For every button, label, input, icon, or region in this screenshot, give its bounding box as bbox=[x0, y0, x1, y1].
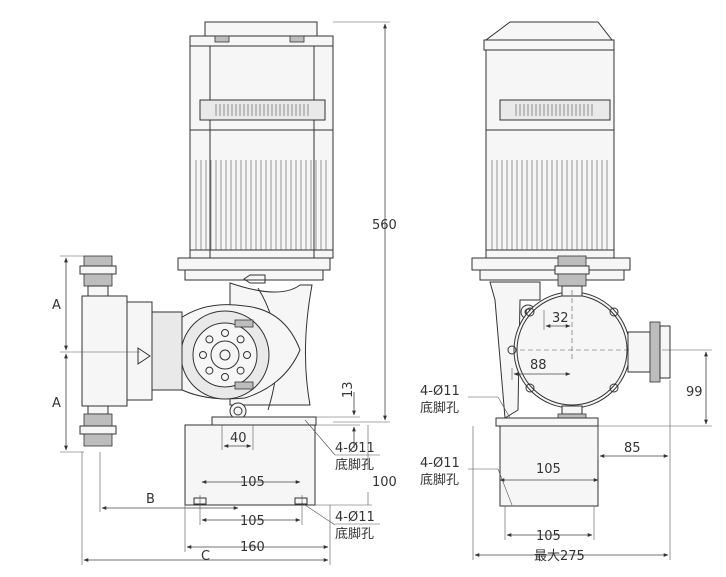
dim-a-upper-label: A bbox=[52, 298, 61, 313]
side-motor-body bbox=[485, 49, 615, 261]
side-base bbox=[495, 417, 599, 507]
dim-160-label: 160 bbox=[240, 540, 265, 555]
front-holes-upper-spec: 4-Ø11 bbox=[335, 441, 375, 456]
side-holes-lower-spec: 4-Ø11 bbox=[420, 456, 460, 471]
dim-40-label: 40 bbox=[230, 431, 247, 446]
front-view: 560 A A B C 13 40 105 105 160 100 4-Ø11 … bbox=[52, 21, 397, 565]
side-dim-88-label: 88 bbox=[530, 358, 547, 373]
dim-b-label: B bbox=[146, 492, 155, 507]
dim-100-label: 100 bbox=[372, 475, 397, 490]
front-base bbox=[184, 416, 317, 506]
dim-105-upper-label: 105 bbox=[240, 475, 265, 490]
side-outlet-connector bbox=[627, 321, 671, 383]
dim-13-label: 13 bbox=[341, 381, 356, 398]
side-dimension-lines bbox=[468, 290, 712, 560]
side-dim-85-label: 85 bbox=[624, 441, 641, 456]
front-motor-body bbox=[189, 45, 334, 259]
dim-c-label: C bbox=[201, 549, 210, 564]
front-holes-lower-label: 底脚孔 bbox=[335, 526, 374, 542]
side-view: 32 88 99 85 105 105 最大275 4-Ø11 底脚孔 4-Ø1… bbox=[420, 21, 712, 564]
side-dim-105-lower-label: 105 bbox=[536, 529, 561, 544]
side-motor-cap bbox=[483, 21, 615, 51]
front-motor-cap bbox=[189, 21, 334, 47]
dim-a-lower-label: A bbox=[52, 396, 61, 411]
front-dimension-lines bbox=[60, 21, 390, 565]
front-bottom-valve bbox=[79, 405, 117, 447]
front-holes-lower-spec: 4-Ø11 bbox=[335, 510, 375, 525]
side-holes-upper-spec: 4-Ø11 bbox=[420, 384, 460, 399]
front-motor-flange bbox=[177, 257, 331, 284]
side-dim-99-label: 99 bbox=[686, 385, 703, 400]
dim-105-lower-label: 105 bbox=[240, 514, 265, 529]
front-pump-head bbox=[177, 304, 301, 420]
side-dim-max-275-label: 最大275 bbox=[534, 549, 585, 564]
side-holes-upper-label: 底脚孔 bbox=[420, 400, 459, 416]
dim-560-label: 560 bbox=[372, 218, 397, 233]
side-dim-105-upper-label: 105 bbox=[536, 462, 561, 477]
side-dim-32-label: 32 bbox=[552, 311, 569, 326]
front-holes-upper-label: 底脚孔 bbox=[335, 457, 374, 473]
front-top-valve bbox=[79, 255, 117, 297]
side-motor-flange bbox=[471, 257, 631, 281]
front-manifold bbox=[81, 295, 183, 407]
side-holes-lower-label: 底脚孔 bbox=[420, 472, 459, 488]
